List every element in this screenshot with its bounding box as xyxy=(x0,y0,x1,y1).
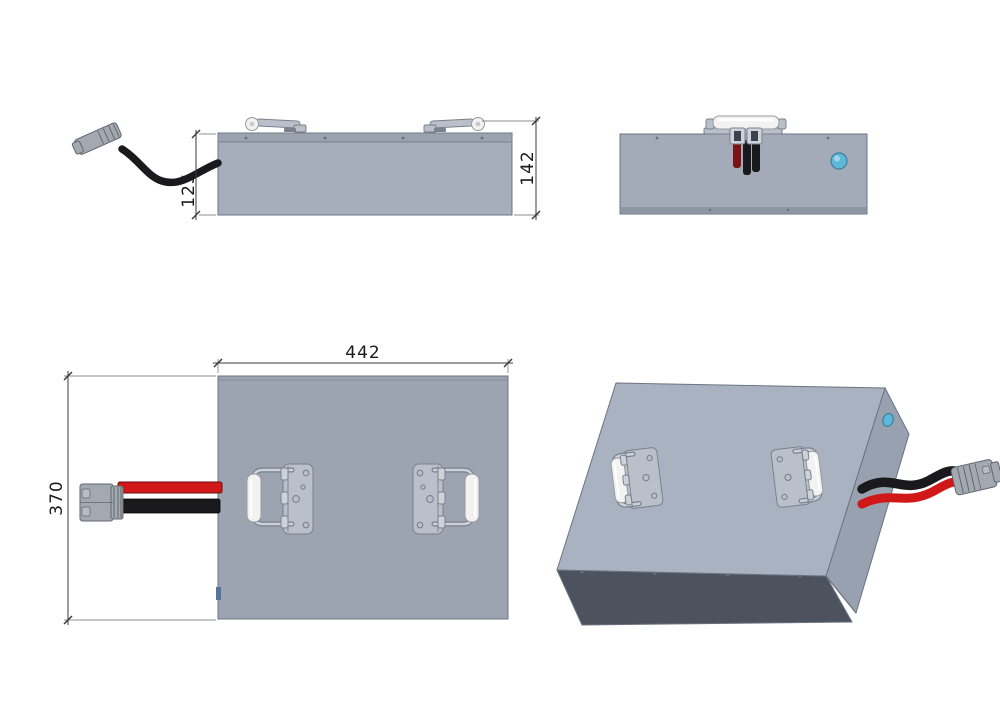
screw-dot xyxy=(708,208,712,212)
dim-label-depth: 370 xyxy=(47,480,67,515)
screw-dot xyxy=(401,136,405,140)
cable-assembly xyxy=(857,459,1000,509)
power-cable xyxy=(118,145,222,187)
battery-body-top xyxy=(217,375,509,620)
screw-dot xyxy=(244,136,248,140)
terminal-cables xyxy=(729,127,763,175)
button-highlight xyxy=(834,155,840,162)
screw-dot xyxy=(580,570,584,574)
top-view: 442 370 xyxy=(47,343,513,625)
dimension-370: 370 xyxy=(47,371,216,625)
base-strip xyxy=(621,207,866,213)
indicator-button xyxy=(882,413,894,427)
connector-icon xyxy=(71,122,122,155)
dim-label-width: 442 xyxy=(345,343,380,363)
screw-dot xyxy=(653,572,657,575)
screw-dot xyxy=(480,136,484,140)
screw-dot xyxy=(655,136,659,140)
lid-strip xyxy=(219,134,511,142)
connector-icon xyxy=(79,483,124,522)
screw-dot xyxy=(798,574,802,578)
black-cable xyxy=(117,498,221,514)
screw-dot xyxy=(826,136,830,140)
isometric-view xyxy=(556,382,1000,626)
red-cable-end xyxy=(733,140,741,168)
side-port-tab xyxy=(216,587,221,600)
dimension-142: 142 xyxy=(482,116,541,220)
dimension-442: 442 xyxy=(213,343,513,373)
red-cable xyxy=(117,481,223,494)
end-view xyxy=(619,115,868,215)
screw-dot xyxy=(726,573,730,577)
black-cable-end xyxy=(743,140,751,175)
iso-front-face xyxy=(556,569,853,626)
dim-label-body-height: 125 xyxy=(179,172,199,207)
cable-assembly xyxy=(79,481,223,522)
dim-label-overall-height: 142 xyxy=(518,150,538,185)
indicator-button xyxy=(830,152,848,170)
red-cable xyxy=(857,477,969,509)
black-cable-end xyxy=(752,140,760,172)
screw-dot xyxy=(323,136,327,140)
dimension-125: 125 xyxy=(179,129,216,220)
side-view: 125 142 xyxy=(71,116,541,220)
connector-icon xyxy=(950,459,1000,496)
battery-body-side xyxy=(217,132,513,216)
black-cable xyxy=(857,466,965,494)
screw-dot xyxy=(786,208,790,212)
